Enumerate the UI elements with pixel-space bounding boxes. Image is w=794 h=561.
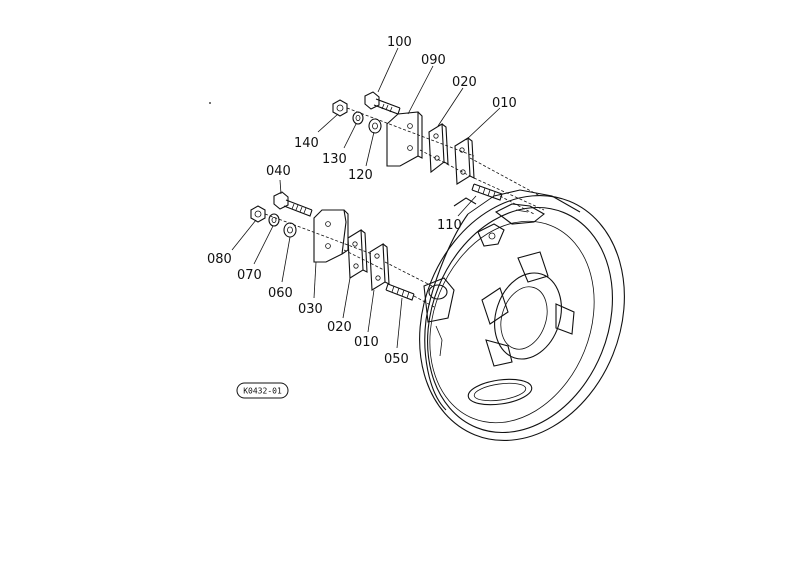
flywheel-housing xyxy=(419,189,625,442)
label-090: 090 xyxy=(421,53,446,68)
label-040: 040 xyxy=(266,164,291,179)
label-110: 110 xyxy=(437,218,462,233)
label-050: 050 xyxy=(384,352,409,367)
washer-120 xyxy=(368,118,382,134)
drawing-code-badge: K0432-01 xyxy=(236,382,289,399)
leader-lines xyxy=(231,47,501,349)
bracket-030 xyxy=(313,209,349,263)
washer-130 xyxy=(352,111,364,125)
washer-070 xyxy=(268,213,280,227)
label-030: 030 xyxy=(298,302,323,317)
label-020-bottom: 020 xyxy=(327,320,352,335)
bracket-090 xyxy=(386,111,423,167)
label-130: 130 xyxy=(322,152,347,167)
stud-110 xyxy=(471,183,503,201)
label-060: 060 xyxy=(268,286,293,301)
drawing-code-text: K0432-01 xyxy=(243,387,282,396)
shim-plate-010-bottom xyxy=(369,243,390,291)
bolt-040 xyxy=(273,191,313,217)
label-070: 070 xyxy=(237,268,262,283)
nut-080 xyxy=(250,205,266,223)
stray-dot xyxy=(209,102,211,104)
nut-140 xyxy=(332,99,348,117)
label-080: 080 xyxy=(207,252,232,267)
stud-050 xyxy=(385,283,415,301)
label-010-bottom: 010 xyxy=(354,335,379,350)
label-100: 100 xyxy=(387,35,412,50)
bolt-100 xyxy=(364,91,401,115)
label-120: 120 xyxy=(348,168,373,183)
shim-plate-020-top xyxy=(428,123,449,174)
label-020-top: 020 xyxy=(452,75,477,90)
label-010-top: 010 xyxy=(492,96,517,111)
shim-plate-020-bottom xyxy=(347,229,368,279)
shim-plate-010-top xyxy=(454,137,475,185)
label-140: 140 xyxy=(294,136,319,151)
